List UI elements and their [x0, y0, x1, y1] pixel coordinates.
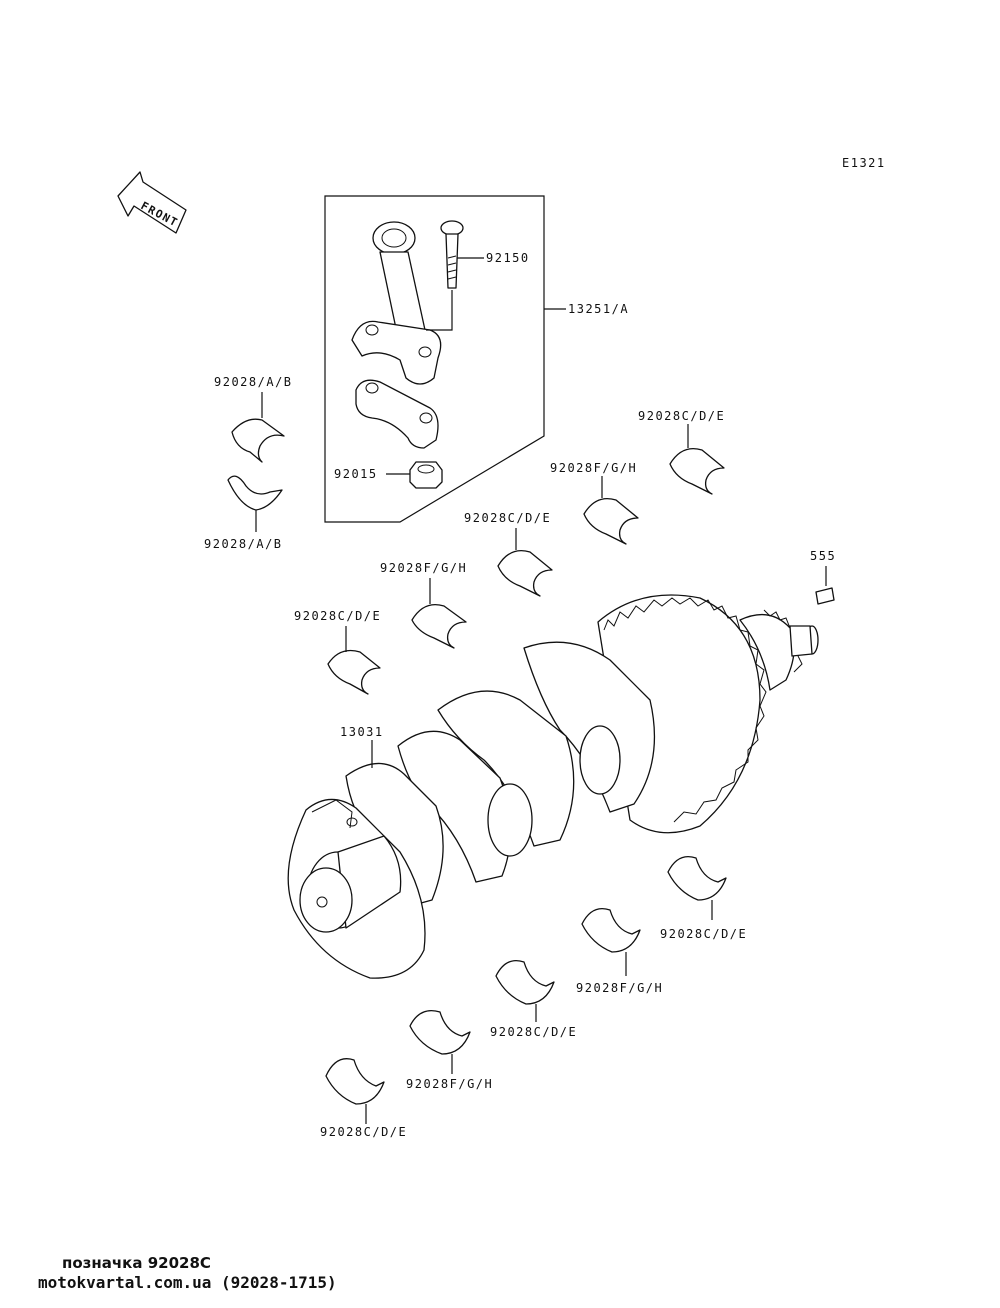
upper-bearing-3 — [497, 528, 553, 597]
upper-bearing-5 — [669, 424, 725, 495]
dowel-pin — [815, 566, 835, 605]
lower-bearing-2 — [409, 1009, 471, 1074]
label-92015: 92015 — [334, 467, 378, 481]
upper-bearing-1 — [327, 626, 381, 695]
lower-bearing-4 — [581, 907, 641, 976]
caption-source: motokvartal.com.ua (92028-1715) — [38, 1273, 337, 1292]
front-arrow-icon: FRONT — [117, 171, 187, 234]
caption-part-code: позначка 92028C — [62, 1254, 211, 1272]
label-upper-bearing-4: 92028F/G/H — [550, 461, 637, 475]
label-13251: 13251/A — [568, 302, 629, 316]
label-lower-bearing-4: 92028F/G/H — [576, 981, 663, 995]
rod-bearing-upper — [231, 392, 285, 463]
ref-code: E1321 — [842, 156, 886, 170]
label-lower-bearing-1: 92028C/D/E — [320, 1125, 407, 1139]
lower-bearing-5 — [667, 855, 727, 920]
label-upper-bearing-3: 92028C/D/E — [464, 511, 551, 525]
rod-bearing-lower — [227, 475, 283, 532]
upper-bearing-4 — [583, 476, 639, 545]
connecting-rod — [351, 221, 442, 385]
crankshaft — [287, 594, 819, 979]
label-upper-bearing-1: 92028C/D/E — [294, 609, 381, 623]
label-lower-bearing-2: 92028F/G/H — [406, 1077, 493, 1091]
label-upper-bearing-5: 92028C/D/E — [638, 409, 725, 423]
label-upper-bearing-2: 92028F/G/H — [380, 561, 467, 575]
lower-bearing-3 — [495, 959, 555, 1022]
connecting-rod-cap — [355, 379, 439, 449]
label-rod-bearing-upper: 92028/A/B — [214, 375, 293, 389]
label-lower-bearing-5: 92028C/D/E — [660, 927, 747, 941]
label-lower-bearing-3: 92028C/D/E — [490, 1025, 577, 1039]
rod-nut — [386, 461, 443, 489]
label-555: 555 — [810, 549, 836, 563]
label-13031: 13031 — [340, 725, 384, 739]
label-rod-bearing-lower: 92028/A/B — [204, 537, 283, 551]
label-92150: 92150 — [486, 251, 530, 265]
upper-bearing-2 — [411, 578, 467, 649]
rod-bolt — [426, 220, 484, 331]
connecting-rod-assembly: 13251/A 92150 — [324, 195, 629, 523]
lower-bearing-1 — [325, 1058, 385, 1124]
